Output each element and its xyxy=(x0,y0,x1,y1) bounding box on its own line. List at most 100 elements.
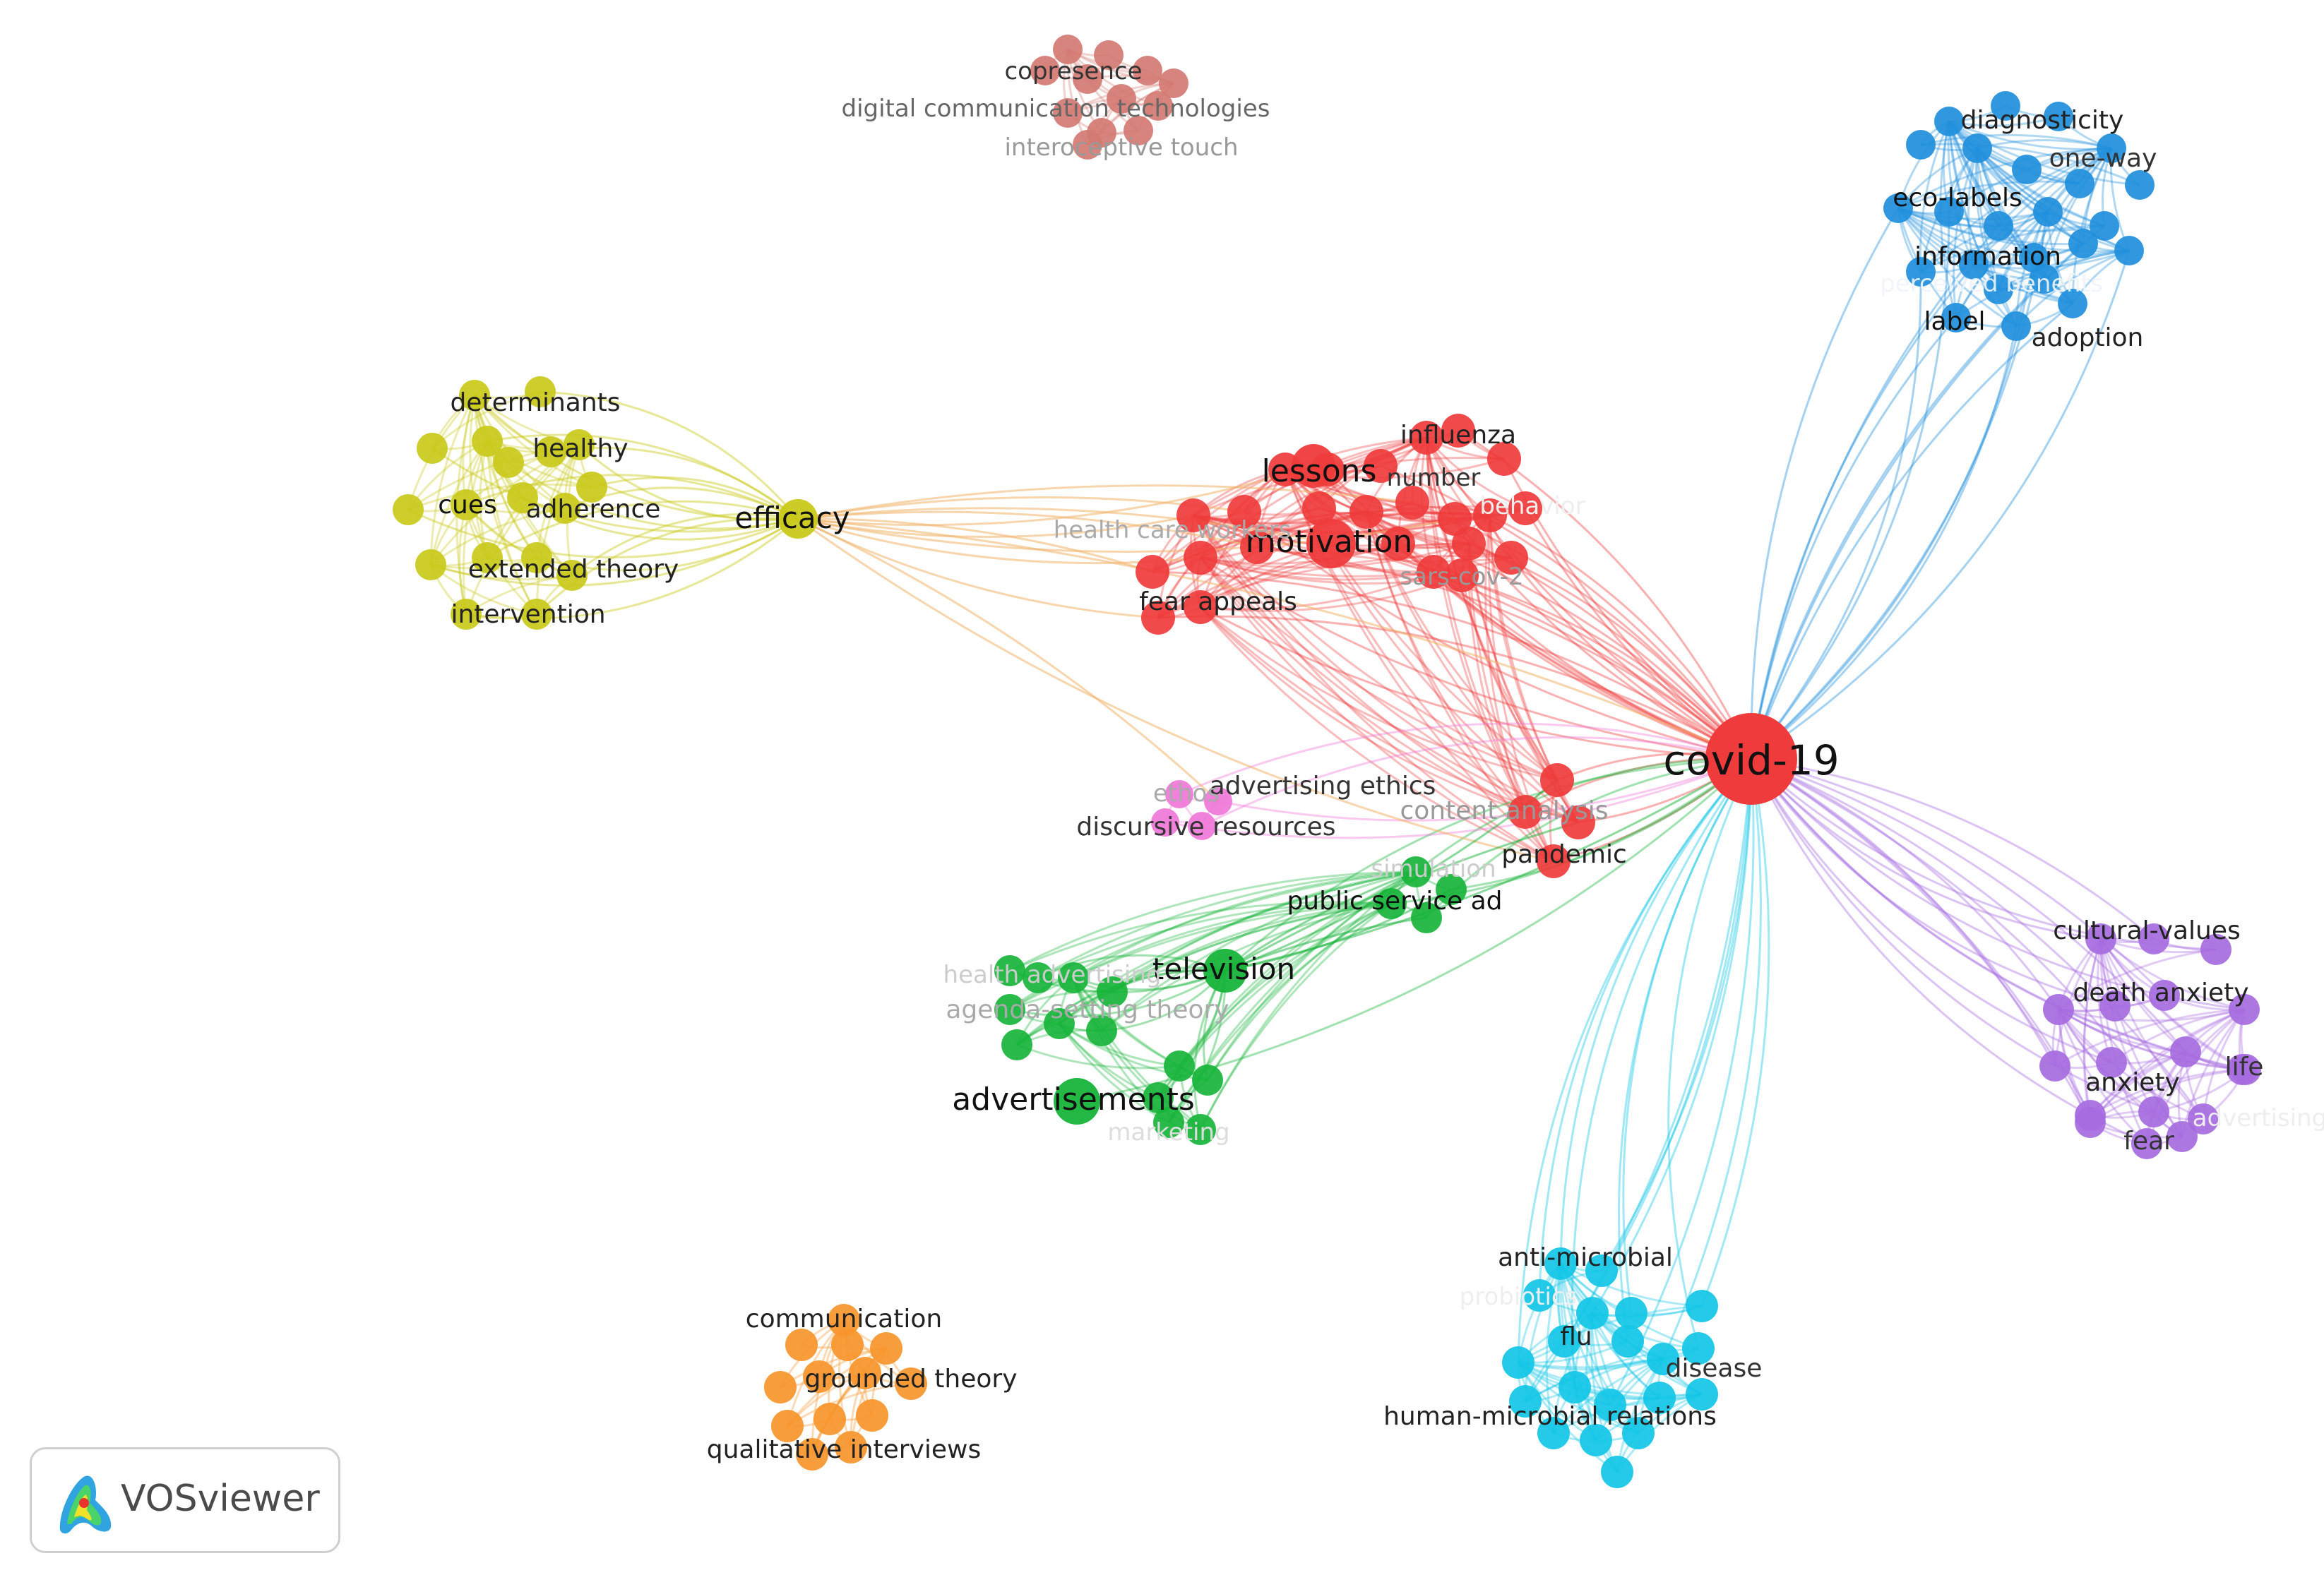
pink-cluster-node[interactable] xyxy=(1188,812,1216,840)
orange-cluster-node[interactable] xyxy=(835,1431,867,1463)
green-cluster-node[interactable] xyxy=(1185,1114,1216,1145)
television-node[interactable] xyxy=(1203,949,1247,993)
red-cluster-node[interactable] xyxy=(1452,527,1486,561)
purple-cluster-node[interactable] xyxy=(2099,990,2131,1022)
red-cluster-node[interactable] xyxy=(1240,530,1274,564)
keyword-label-perceived-benefits[interactable]: perceived benefits xyxy=(1880,270,2103,298)
brown-cluster-node[interactable] xyxy=(1159,68,1188,98)
red-cluster-node[interactable] xyxy=(1227,495,1261,529)
keyword-label-marketing[interactable]: marketing xyxy=(1107,1118,1229,1146)
blue-cluster-node[interactable] xyxy=(2001,311,2031,341)
keyword-label-advertisements[interactable]: advertisements xyxy=(952,1082,1195,1118)
yellow-cluster-node[interactable] xyxy=(556,560,588,591)
orange-cluster-node[interactable] xyxy=(856,1399,888,1432)
green-cluster-node[interactable] xyxy=(1411,902,1442,933)
yellow-cluster-node[interactable] xyxy=(535,436,566,467)
keyword-label-label[interactable]: label xyxy=(1924,307,1985,336)
brown-cluster-node[interactable] xyxy=(1053,35,1083,64)
green-cluster-node[interactable] xyxy=(994,994,1025,1025)
advertisements-node[interactable] xyxy=(1054,1078,1100,1125)
keyword-label-covid-19[interactable]: covid-19 xyxy=(1663,736,1839,784)
cyan-cluster-node[interactable] xyxy=(1576,1297,1609,1329)
blue-cluster-node[interactable] xyxy=(2033,197,2063,227)
purple-cluster-node[interactable] xyxy=(2188,1103,2219,1134)
keyword-label-qualitative-interviews[interactable]: qualitative interviews xyxy=(707,1435,981,1464)
keyword-label-influenza[interactable]: influenza xyxy=(1400,421,1516,450)
keyword-label-television[interactable]: television xyxy=(1152,952,1295,986)
cyan-cluster-node[interactable] xyxy=(1559,1371,1591,1403)
green-cluster-node[interactable] xyxy=(1001,1029,1032,1060)
purple-cluster-node[interactable] xyxy=(2131,1128,2162,1159)
keyword-label-adoption[interactable]: adoption xyxy=(2032,323,2144,352)
keyword-label-anxiety[interactable]: anxiety xyxy=(2085,1068,2180,1097)
keyword-label-copresence[interactable]: copresence xyxy=(1004,57,1142,85)
green-cluster-node[interactable] xyxy=(1086,1015,1117,1046)
orange-cluster-node[interactable] xyxy=(771,1410,804,1442)
orange-cluster-node[interactable] xyxy=(831,1329,864,1361)
blue-cluster-node[interactable] xyxy=(1941,303,1971,333)
brown-cluster-node[interactable] xyxy=(1107,84,1136,114)
cyan-cluster-node[interactable] xyxy=(1502,1346,1535,1379)
keyword-label-one-way[interactable]: one-way xyxy=(2049,144,2157,173)
yellow-cluster-node[interactable] xyxy=(472,542,503,573)
keyword-label-simulation[interactable]: simulation xyxy=(1371,855,1496,883)
keyword-label-sars-cov-2[interactable]: sars-cov-2 xyxy=(1400,563,1523,591)
keyword-label-eco-labels[interactable]: eco-labels xyxy=(1893,184,2022,212)
red-cluster-node[interactable] xyxy=(1184,590,1217,624)
keyword-label-health-care-workers[interactable]: health care workers xyxy=(1054,516,1292,544)
blue-cluster-node[interactable] xyxy=(1906,130,1936,160)
cyan-cluster-node[interactable] xyxy=(1601,1456,1633,1488)
keyword-label-lessons[interactable]: lessons xyxy=(1262,453,1377,489)
purple-cluster-node[interactable] xyxy=(2039,1050,2070,1082)
red-cluster-node[interactable] xyxy=(1487,442,1521,476)
keyword-label-probiotics[interactable]: probiotics xyxy=(1460,1283,1578,1311)
red-cluster-node[interactable] xyxy=(1508,491,1542,525)
red-cluster-node[interactable] xyxy=(1141,601,1175,635)
keyword-label-information[interactable]: information xyxy=(1914,242,2061,271)
brown-cluster-node[interactable] xyxy=(1030,56,1060,85)
keyword-label-public-service-ad[interactable]: public service ad xyxy=(1287,887,1502,916)
blue-cluster-node[interactable] xyxy=(2012,155,2042,184)
blue-cluster-node[interactable] xyxy=(1906,257,1936,287)
red-cluster-node[interactable] xyxy=(1540,763,1574,797)
keyword-label-fear-appeals[interactable]: fear appeals xyxy=(1139,587,1297,616)
blue-cluster-node[interactable] xyxy=(1934,107,1964,136)
keyword-label-behavior[interactable]: behavior xyxy=(1479,492,1585,520)
red-cluster-node[interactable] xyxy=(1136,555,1169,589)
keyword-label-number[interactable]: number xyxy=(1387,464,1481,492)
orange-cluster-node[interactable] xyxy=(803,1360,835,1393)
keyword-label-health-advertising[interactable]: health advertising xyxy=(943,961,1162,989)
brown-cluster-node[interactable] xyxy=(1094,40,1124,70)
yellow-cluster-node[interactable] xyxy=(415,549,446,580)
cyan-cluster-node[interactable] xyxy=(1509,1385,1542,1418)
red-cluster-node[interactable] xyxy=(1441,414,1475,448)
purple-cluster-node[interactable] xyxy=(2229,994,2260,1025)
green-cluster-node[interactable] xyxy=(1143,1082,1174,1113)
cyan-cluster-node[interactable] xyxy=(1647,1343,1679,1375)
keyword-label-grounded-theory[interactable]: grounded theory xyxy=(804,1365,1017,1394)
yellow-cluster-node[interactable] xyxy=(493,447,524,478)
red-cluster-node[interactable] xyxy=(1438,502,1472,536)
purple-cluster-node[interactable] xyxy=(2075,1107,2106,1138)
blue-cluster-node[interactable] xyxy=(1883,193,1913,223)
red-cluster-node[interactable] xyxy=(1349,495,1383,529)
efficacy-node[interactable] xyxy=(778,499,818,539)
purple-cluster-node[interactable] xyxy=(2149,980,2180,1011)
green-cluster-node[interactable] xyxy=(1164,1050,1195,1082)
cyan-cluster-node[interactable] xyxy=(1585,1254,1618,1287)
blue-cluster-node[interactable] xyxy=(2097,133,2126,163)
blue-cluster-node[interactable] xyxy=(1984,275,2013,304)
green-cluster-node[interactable] xyxy=(1023,962,1054,993)
brown-cluster-node[interactable] xyxy=(1143,91,1173,121)
red-cluster-node[interactable] xyxy=(1184,541,1217,575)
yellow-cluster-node[interactable] xyxy=(576,472,607,503)
keyword-label-content-analysis[interactable]: content analysis xyxy=(1400,796,1608,825)
red-cluster-node[interactable] xyxy=(1417,555,1450,589)
keyword-label-advertising[interactable]: advertising xyxy=(2193,1104,2324,1132)
green-cluster-node[interactable] xyxy=(1044,1008,1075,1039)
red-cluster-node[interactable] xyxy=(1395,486,1429,520)
keyword-label-flu[interactable]: flu xyxy=(1560,1322,1592,1351)
keyword-label-death-anxiety[interactable]: death anxiety xyxy=(2073,978,2248,1007)
blue-cluster-node[interactable] xyxy=(2030,264,2059,294)
